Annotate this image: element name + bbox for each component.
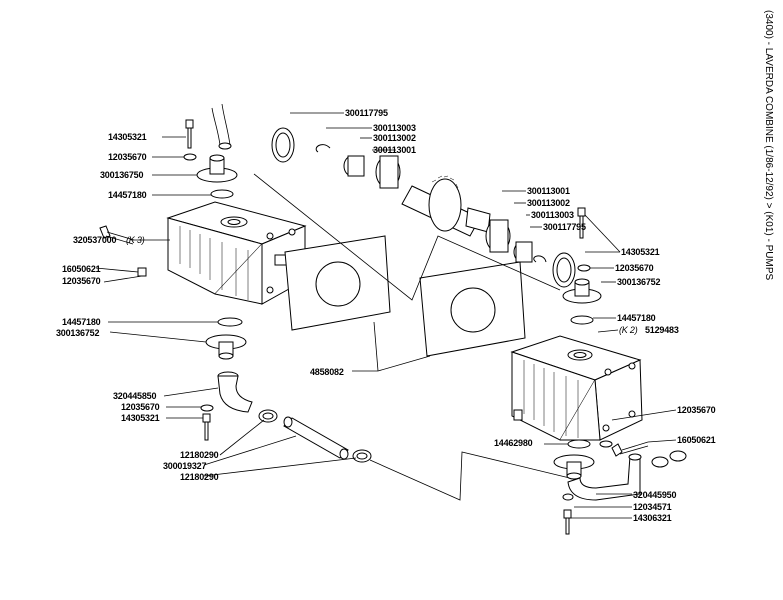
- part-label-300117795: 300117795: [345, 108, 388, 118]
- left-flange-top: [152, 154, 238, 183]
- coupling-gear: [401, 175, 491, 237]
- part-label-k3: (K 3): [126, 235, 145, 245]
- right-elbow-pipe: [567, 453, 642, 501]
- part-label-12034571: 12034571: [633, 502, 672, 512]
- right-lower-fittings: [544, 409, 687, 468]
- part-label-12180290: 12180290: [180, 472, 219, 482]
- left-flange-bottom: [109, 331, 247, 360]
- part-label-16050621: 16050621: [62, 264, 101, 274]
- left-upper-pipe: [211, 103, 232, 150]
- left-oring-bottom: [108, 317, 243, 327]
- part-label-300113003: 300113003: [373, 123, 416, 133]
- part-label-16050621: 16050621: [677, 435, 716, 445]
- left-bottom-washer-bolt: [166, 404, 214, 441]
- right-bottom-washer-bolt: [562, 493, 632, 535]
- part-label-12035670: 12035670: [108, 152, 147, 162]
- part-label-320445850: 320445850: [113, 391, 157, 401]
- part-label-14305321: 14305321: [121, 413, 160, 423]
- part-label-14457180: 14457180: [108, 190, 147, 200]
- part-label-300113002: 300113002: [373, 133, 416, 143]
- part-label-5129483: 5129483: [645, 325, 679, 335]
- part-label-12180290: 12180290: [180, 450, 219, 460]
- part-label-300136752: 300136752: [56, 328, 100, 338]
- left-oring-top: [152, 189, 234, 199]
- part-label-300113003: 300113003: [531, 210, 574, 220]
- part-label-12035670: 12035670: [615, 263, 654, 273]
- part-label-300117795: 300117795: [543, 222, 586, 232]
- right-flange-bottom: [553, 454, 595, 480]
- left-pump-body: [132, 201, 307, 305]
- part-label-14457180: 14457180: [62, 317, 101, 327]
- diagram-title: (3400) - LAVERDA COMBINE (1/86-12/92) > …: [763, 10, 774, 281]
- part-label-320537000: 320537000: [73, 235, 117, 245]
- coupling-parts-left: [271, 112, 401, 189]
- part-label-14305321: 14305321: [108, 132, 147, 142]
- coupling-parts-right: [485, 190, 576, 288]
- part-label-300113001: 300113001: [527, 186, 570, 196]
- part-label-300019327: 300019327: [163, 461, 207, 471]
- coupling-frame: [253, 173, 561, 301]
- right-flange-top: [562, 278, 616, 304]
- part-label-k2: (K 2): [619, 325, 638, 335]
- right-bolt-washer: [577, 207, 621, 272]
- part-label-300113002: 300113002: [527, 198, 570, 208]
- part-label-14305321: 14305321: [621, 247, 660, 257]
- part-label-320445950: 320445950: [633, 490, 677, 500]
- gaskets: [284, 235, 526, 372]
- part-label-300136752: 300136752: [617, 277, 661, 287]
- left-hose-and-clamps: [203, 409, 579, 501]
- part-label-4858082: 4858082: [310, 367, 344, 377]
- part-label-300113001: 300113001: [373, 145, 416, 155]
- right-oring-top: [570, 315, 619, 333]
- part-label-14462980: 14462980: [494, 438, 533, 448]
- left-elbow: [163, 371, 253, 413]
- left-washer-top: [152, 153, 197, 161]
- part-label-12035670: 12035670: [62, 276, 101, 286]
- left-side-bolt: [95, 225, 147, 283]
- left-bolt-top: [162, 119, 194, 149]
- part-label-14306321: 14306321: [633, 513, 672, 523]
- right-pump-body: [510, 335, 643, 441]
- part-label-14457180: 14457180: [617, 313, 656, 323]
- part-label-300136750: 300136750: [100, 170, 144, 180]
- part-label-12035670: 12035670: [121, 402, 160, 412]
- part-label-12035670: 12035670: [677, 405, 716, 415]
